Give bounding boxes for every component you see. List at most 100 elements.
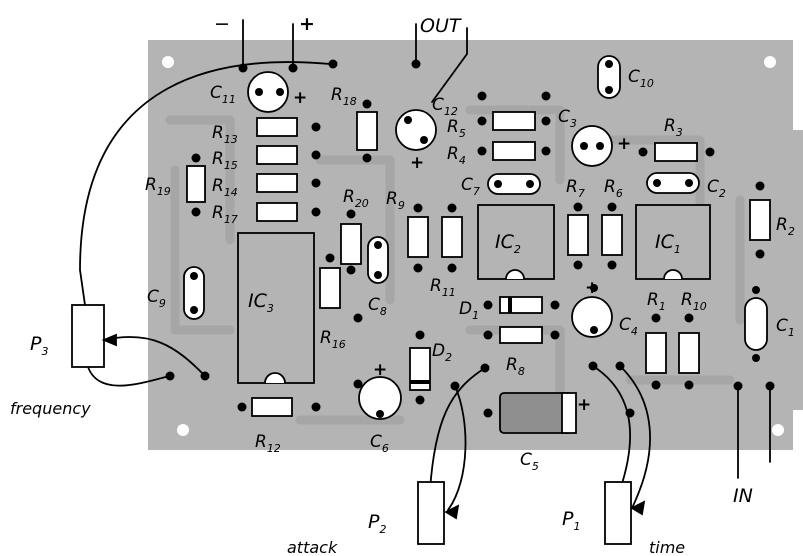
label-c2: C2 [707,177,726,200]
mounting-hole [772,424,784,436]
p3-wiper-arrow [101,333,117,347]
label-ic1: IC1 [655,231,681,256]
c3-polarity-mark: + [617,134,631,154]
label-r9: R9 [386,189,405,212]
label-d2: D2 [432,341,452,364]
label-p2: P2 [368,511,386,536]
label-r13: R13 [212,123,238,146]
diode-d1 [499,296,543,314]
resistor-r14 [256,173,298,193]
label-r19: R19 [145,175,171,198]
label-r10: R10 [681,290,707,313]
label-r7: R7 [566,177,585,200]
caption-frequency: frequency [10,399,91,418]
label-in-terminal: IN [733,485,753,507]
resistor-r12 [251,397,293,417]
c5-polarity-mark: + [577,395,591,415]
potentiometer-p3 [71,304,105,368]
ic2-package [477,204,555,280]
label-plus-terminal: + [299,13,315,35]
label-ic3: IC3 [248,290,274,315]
label-c9: C9 [147,287,166,310]
c11-polarity-mark: + [293,88,307,108]
resistor-r1 [645,332,667,374]
label-c8: C8 [368,295,387,318]
label-r5: R5 [447,117,466,140]
label-c6: C6 [370,432,389,455]
resistor-r4 [492,141,536,161]
diode-r8-body [499,326,543,344]
wire-p3-top [79,61,331,306]
label-c11: C11 [210,83,236,106]
label-ic2: IC2 [495,231,521,256]
label-r16: R16 [320,328,346,351]
capacitor-c12 [395,109,437,151]
label-c4: C4 [619,315,638,338]
resistor-r18 [356,111,378,151]
label-r4: R4 [447,144,466,167]
wire-p2-2 [447,385,467,511]
capacitor-c8 [367,236,389,284]
label-p1: P1 [562,508,580,533]
resistor-r10 [678,332,700,374]
label-r15: R15 [212,149,238,172]
wire-out-2 [431,27,468,103]
label-r12: R12 [255,432,281,455]
label-r8: R8 [506,355,525,378]
label-r14: R14 [212,176,238,199]
potentiometers [71,304,646,545]
resistor-r13 [256,117,298,137]
resistor-r9 [407,216,429,258]
wire-p3-bottom [87,366,171,387]
resistor-r6 [601,214,623,256]
label-r20: R20 [343,187,369,210]
resistor-r5 [492,111,536,131]
mounting-hole [177,424,189,436]
label-c5: C5 [520,450,539,473]
wire-p2-1 [429,367,486,491]
label-minus-terminal: − [214,13,230,35]
label-c1: C1 [776,316,795,339]
resistor-r19 [186,165,206,203]
integrated-circuits [237,204,711,384]
capacitor-c2 [646,172,700,194]
capacitor-c9 [183,266,205,320]
wires [79,19,771,511]
mounting-hole [764,56,776,68]
capacitor-c11 [247,71,289,113]
label-c3: C3 [558,107,577,130]
c6-polarity-mark: + [373,360,387,380]
capacitor-c5-end [561,392,577,434]
label-r18: R18 [331,85,357,108]
resistor-r11 [441,216,463,258]
solder-pads [165,59,775,418]
terminal-labels: − + OUT IN frequency attack time [10,13,753,556]
wire-p3-wiper [103,336,206,377]
capacitor-c1 [744,297,768,351]
resistor-r2 [749,199,771,241]
potentiometer-p1 [604,481,632,545]
resistor-r15 [256,145,298,165]
resistor-r7 [567,214,589,256]
component-labels: P3 P2 P1 IC3 IC2 IC1 D1 D2 R13 R15 R14 R… [30,67,795,536]
mounting-holes [162,56,784,436]
p1-wiper-arrow [630,500,646,516]
label-p3: P3 [30,333,48,358]
p2-wiper-arrow [444,504,460,520]
capacitors [183,55,768,434]
label-c12: C12 [432,95,458,118]
caption-attack: attack [287,538,338,556]
capacitor-c4 [571,296,613,338]
label-r17: R17 [212,203,238,226]
ic1-package [635,204,711,280]
ic3-notch [264,372,286,384]
resistors [186,111,771,417]
resistor-r17 [256,202,298,222]
c12-polarity-mark: + [410,153,424,173]
wire-p1-2 [619,365,651,509]
resistor-r20 [340,223,362,265]
label-r6: R6 [604,177,623,200]
capacitor-c6 [358,376,402,420]
ic2-notch [505,269,525,280]
